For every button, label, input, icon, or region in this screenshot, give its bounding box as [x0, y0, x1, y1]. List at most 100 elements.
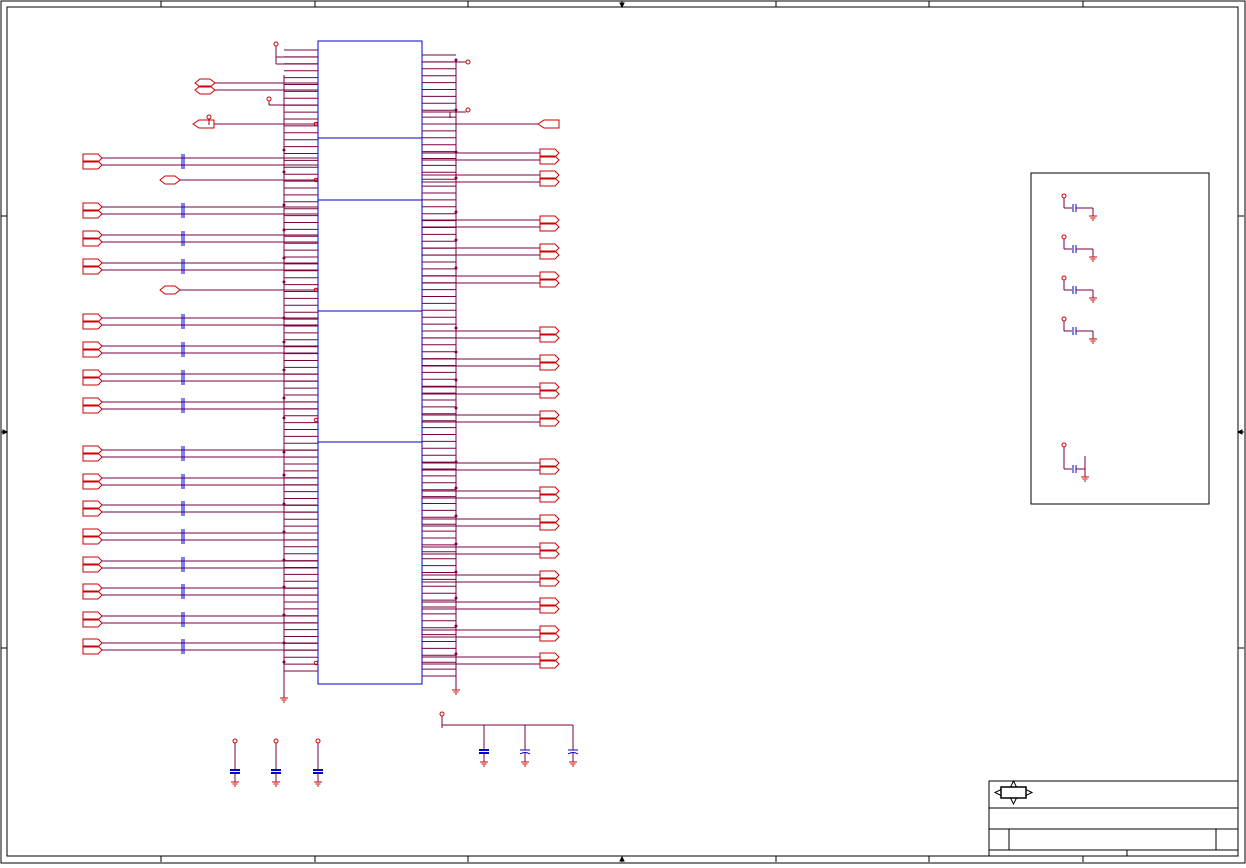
junction-dot	[282, 203, 286, 207]
pin-marker	[313, 660, 319, 666]
junction-dot	[282, 450, 286, 454]
power-port	[206, 114, 212, 120]
junction-dot	[454, 378, 458, 382]
diff-port-left	[82, 618, 103, 628]
diff-port-left	[82, 320, 103, 330]
power-port	[315, 738, 321, 744]
polar-cap	[567, 749, 579, 755]
diff-port-left	[82, 160, 103, 170]
diff-port-right	[539, 333, 560, 343]
diff-port-right	[539, 549, 560, 559]
junction-dot	[282, 473, 286, 477]
power-port	[465, 59, 471, 65]
center-mark-arrow	[2, 429, 9, 435]
junction-dot	[282, 416, 286, 420]
diff-port-left	[82, 376, 103, 386]
diff-port-left	[82, 590, 103, 600]
ground-symbol	[1089, 338, 1097, 344]
bypass-box-border	[1030, 172, 1210, 505]
logo-box	[1000, 786, 1027, 799]
junction-dot	[282, 368, 286, 372]
ground-symbol	[1081, 476, 1089, 482]
diff-port-right	[539, 361, 560, 371]
center-mark-arrow	[619, 2, 625, 9]
diff-port-right	[539, 222, 560, 232]
ground-symbol	[231, 781, 239, 787]
inner-border	[6, 6, 1239, 857]
junction-dot	[454, 570, 458, 574]
left-single-port	[159, 285, 181, 295]
left-single-port	[159, 175, 181, 185]
diff-port-right	[539, 465, 560, 475]
diff-port-left	[82, 563, 103, 573]
right-signal-nets	[422, 119, 560, 669]
junction-dot	[282, 660, 286, 664]
diff-port-left	[82, 348, 103, 358]
diff-port-right	[539, 278, 560, 288]
ground-symbol	[480, 761, 488, 767]
bypass-cap-box	[1030, 172, 1210, 505]
junction-dot	[282, 228, 286, 232]
power-port	[1061, 316, 1067, 322]
ic-symbol	[206, 40, 471, 703]
power-port	[465, 107, 471, 113]
diff-port-right	[539, 417, 560, 427]
fit-arrows-icon	[993, 779, 1034, 806]
diff-port-left	[82, 209, 103, 219]
ic-body	[317, 40, 423, 685]
junction-dot	[454, 514, 458, 518]
power-port	[1061, 234, 1067, 240]
ground-symbol	[272, 781, 280, 787]
power-port	[266, 96, 272, 102]
power-port	[1061, 193, 1067, 199]
junction-dot	[454, 406, 458, 410]
center-mark-arrow	[1236, 429, 1243, 435]
ground-symbol	[569, 761, 577, 767]
junction-dot	[454, 58, 458, 62]
ground-symbol	[521, 761, 529, 767]
power-port	[1061, 442, 1067, 448]
junction-dot	[454, 210, 458, 214]
ground-symbol	[280, 697, 288, 703]
diff-port-right	[539, 493, 560, 503]
ground-symbol	[1089, 256, 1097, 262]
left-signal-nets	[82, 78, 318, 655]
diff-port-right	[539, 155, 560, 165]
title-block-border	[988, 780, 1239, 857]
ground-symbol	[1089, 215, 1097, 221]
diff-port-left	[82, 645, 103, 655]
diff-port-left	[82, 480, 103, 490]
diff-port-left	[82, 452, 103, 462]
diff-port-right	[539, 177, 560, 187]
junction-dot	[454, 542, 458, 546]
pin-marker	[313, 417, 319, 423]
diff-port-left	[82, 507, 103, 517]
junction-dot	[454, 652, 458, 656]
junction-dot	[454, 326, 458, 330]
diff-port-right	[539, 521, 560, 531]
junction-dot	[282, 256, 286, 260]
diff-port-right	[539, 389, 560, 399]
junction-dot	[282, 396, 286, 400]
center-mark-arrow	[619, 855, 625, 862]
junction-dot	[454, 486, 458, 490]
title-block	[988, 779, 1239, 857]
decoupling-capacitors	[230, 711, 579, 787]
junction-dot	[454, 350, 458, 354]
ground-symbol	[1089, 297, 1097, 303]
power-port	[439, 711, 445, 717]
junction-dot	[454, 108, 458, 112]
power-port	[273, 41, 279, 47]
diff-port-left	[82, 237, 103, 247]
diff-port-left	[82, 535, 103, 545]
right-output-port	[537, 119, 560, 129]
diff-port-left	[82, 404, 103, 414]
junction-dot	[282, 170, 286, 174]
junction-dot	[454, 596, 458, 600]
junction-dot	[282, 148, 286, 152]
diff-port-left	[82, 265, 103, 275]
junction-dot	[454, 266, 458, 270]
